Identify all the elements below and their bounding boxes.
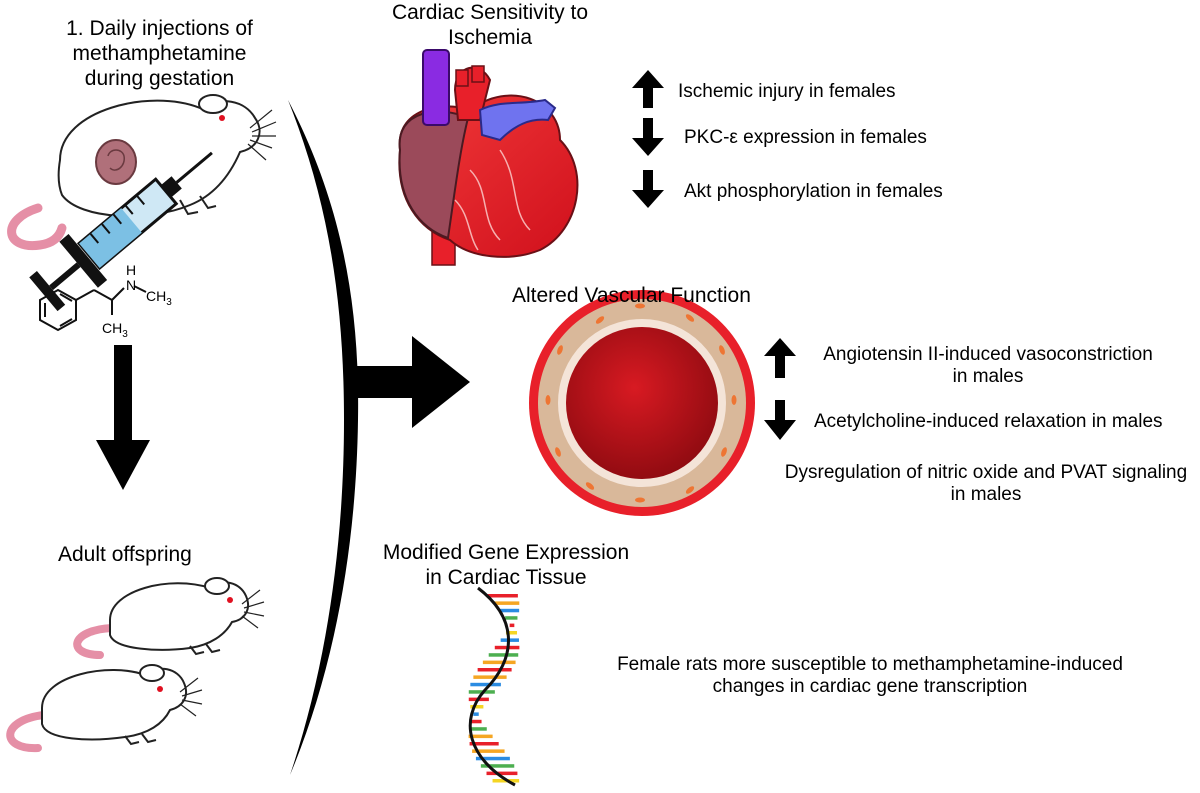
gene-title: Modified Gene Expression in Cardiac Tiss… [362, 540, 650, 590]
dna-rung [475, 756, 510, 761]
dna-rung [473, 675, 507, 679]
bracket-curve-icon [288, 100, 359, 775]
dna-rung [482, 660, 516, 665]
gene-title-line: in Cardiac Tissue [425, 566, 587, 589]
dna-rung [488, 653, 519, 657]
step1-title-line: methamphetamine [72, 42, 247, 65]
dna-rung [471, 719, 482, 724]
dna-rung [493, 601, 520, 605]
down-arrow-icon [764, 400, 796, 440]
vascular-effect-text: Angiotensin II-induced vasoconstriction … [808, 344, 1168, 388]
dna-rung [473, 712, 479, 716]
dna-rung [470, 705, 484, 709]
cardiac-effect-text: PKC-ε expression in females [684, 127, 927, 148]
molecule-ch3-bottom-label: CH3 [102, 320, 128, 340]
dna-rung [470, 682, 501, 687]
heart-icon [398, 49, 579, 266]
gene-note: Female rats more susceptible to methamph… [570, 654, 1170, 698]
vascular-effect-text: Acetylcholine-induced relaxation in male… [814, 411, 1163, 432]
adult-rat-icon [73, 577, 265, 659]
gene-title-line: Modified Gene Expression [382, 541, 630, 564]
up-arrow-icon [632, 70, 664, 108]
dna-rung [499, 608, 520, 613]
adult-offspring-label: Adult offspring [58, 543, 192, 566]
dna-rung [509, 623, 515, 628]
down-arrow-icon [632, 118, 664, 156]
dna-rung [477, 668, 512, 672]
right-arrow-icon [356, 336, 470, 428]
gene-note-line: Female rats more susceptible to methamph… [617, 654, 1123, 675]
dna-rung [469, 742, 499, 746]
dna-rung [469, 727, 487, 731]
vascular-effect-line: in males [952, 366, 1024, 387]
vascular-note-line: Dysregulation of nitric oxide and PVAT s… [784, 462, 1188, 483]
cardiac-title: Cardiac Sensitivity to Ischemia [362, 0, 618, 50]
adult-rat-icon [6, 664, 203, 753]
blood-vessel-icon [529, 290, 755, 516]
step1-title-line: 1. Daily injections of [66, 17, 253, 40]
syringe-icon [29, 151, 213, 312]
dna-rung [487, 594, 518, 598]
down-arrow-icon [632, 170, 664, 208]
up-arrow-icon [764, 338, 796, 378]
dna-rung [505, 631, 518, 635]
dna-rung [505, 616, 518, 620]
vascular-note: Dysregulation of nitric oxide and PVAT s… [772, 462, 1200, 506]
cardiac-effect-text: Ischemic injury in females [678, 81, 896, 102]
molecule-h-label: H [126, 262, 137, 278]
dna-icon [468, 586, 520, 787]
dna-rung [468, 734, 493, 739]
vascular-effect-line: Angiotensin II-induced vasoconstriction [823, 344, 1153, 365]
vascular-title: Altered Vascular Function [512, 284, 751, 307]
cardiac-effect-text: Akt phosphorylation in females [684, 181, 943, 202]
cardiac-title-line: Ischemia [447, 26, 533, 49]
pregnant-rat-icon [7, 94, 277, 251]
vascular-note-line: in males [950, 484, 1022, 505]
step1-title-line: during gestation [84, 67, 235, 90]
down-arrow-icon [96, 345, 150, 490]
methamphetamine-structure-icon [39, 285, 147, 332]
dna-rung [480, 764, 515, 768]
cardiac-title-line: Cardiac Sensitivity to [391, 1, 589, 24]
dna-rung [486, 771, 518, 776]
dna-rung [472, 749, 505, 753]
step1-title: 1. Daily injections of methamphetamine d… [42, 16, 277, 91]
molecule-ch3-top-label: CH3 [146, 288, 172, 308]
molecule-n-label: N [126, 277, 137, 293]
gene-note-line: changes in cardiac gene transcription [712, 676, 1028, 697]
